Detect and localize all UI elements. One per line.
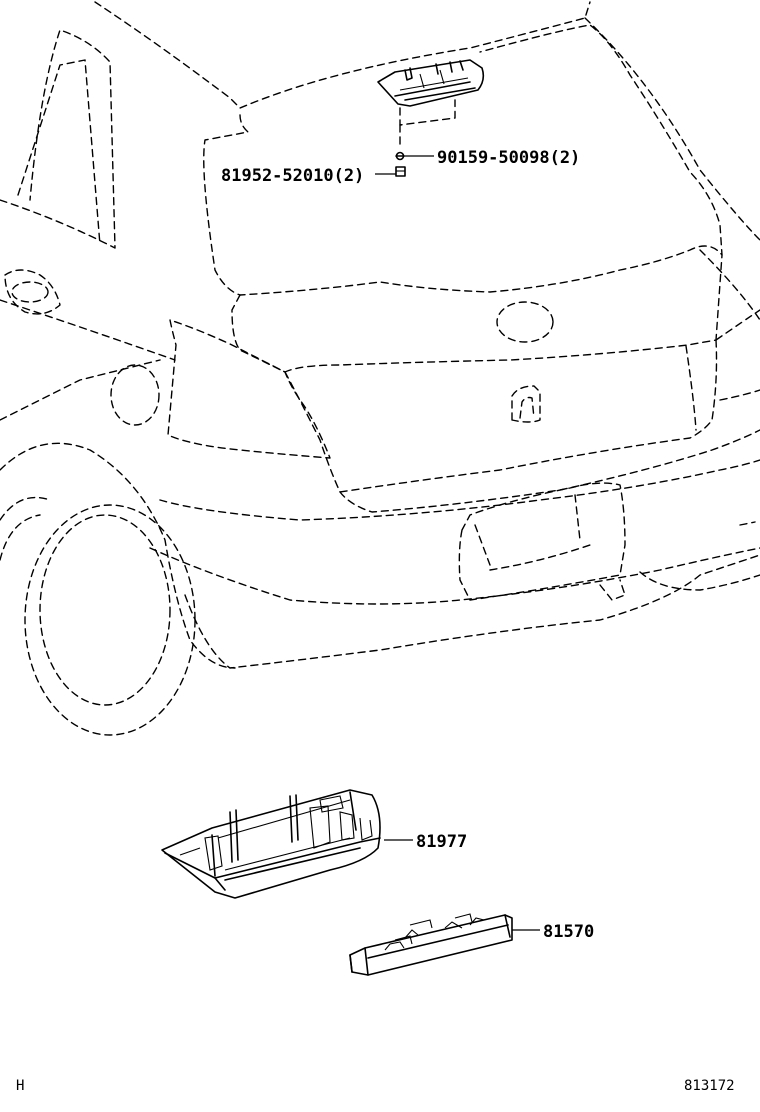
high-mount-lamp-installed	[377, 59, 485, 149]
footer-left-code: H	[16, 1078, 24, 1094]
lamp-81570	[349, 913, 513, 976]
car-body-outline	[0, 1, 760, 736]
footer-diagram-code: 813172	[684, 1078, 735, 1094]
bolt-90159	[395, 151, 405, 161]
callout-clip: 81952-52010(2)	[221, 166, 364, 186]
callout-cover: 81977	[416, 832, 467, 852]
clip-81952	[395, 166, 406, 177]
cover-81977	[161, 789, 381, 899]
callout-lamp: 81570	[543, 922, 594, 942]
callout-bolt: 90159-50098(2)	[437, 148, 580, 168]
